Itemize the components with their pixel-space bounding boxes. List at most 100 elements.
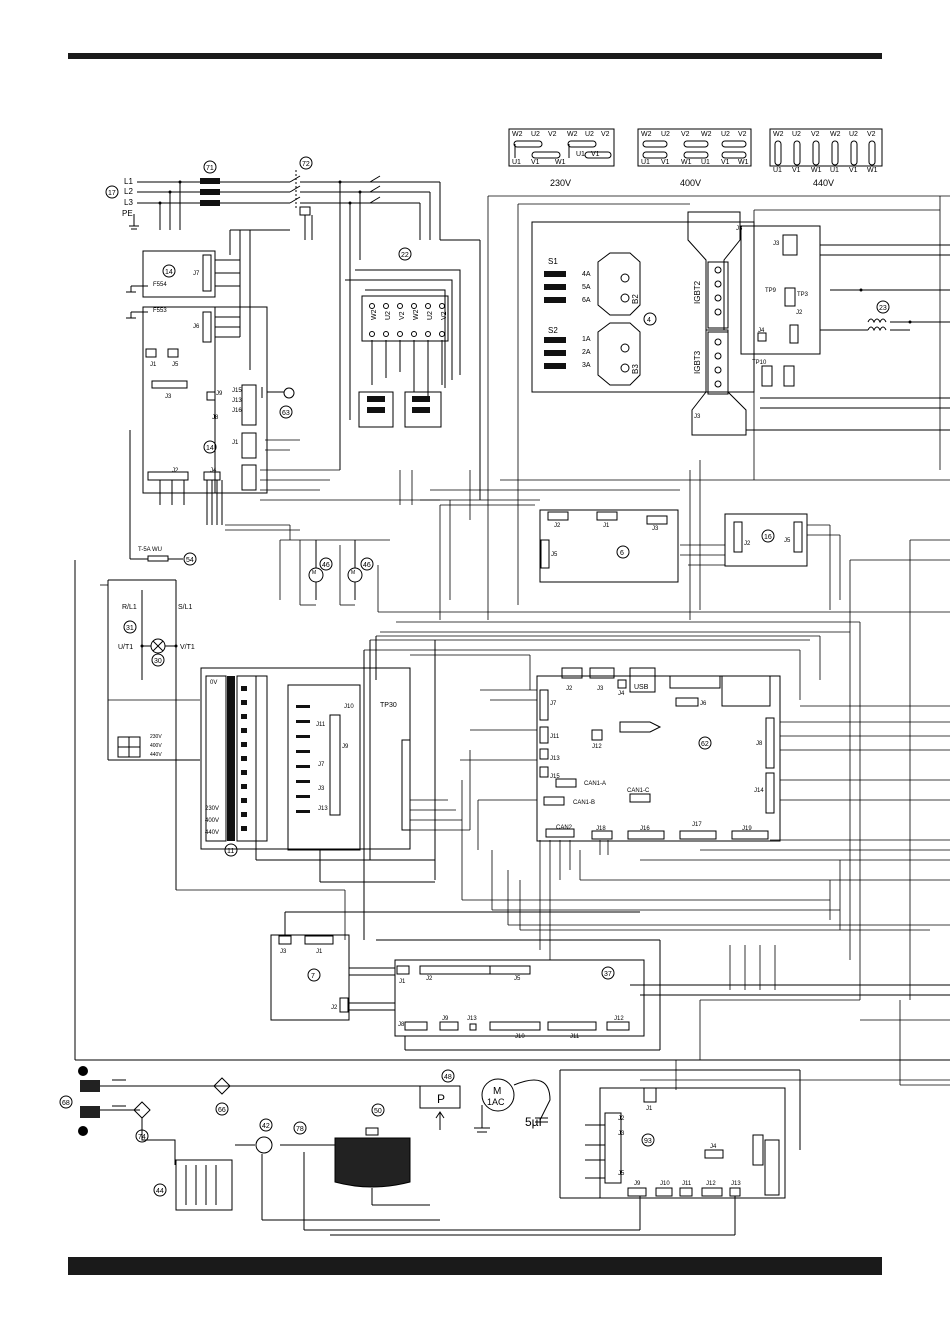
svg-text:TP3: TP3 xyxy=(797,292,809,298)
svg-text:230V: 230V xyxy=(205,806,219,812)
svg-text:V1: V1 xyxy=(531,159,540,166)
motor-terminals: R/L1 S/L1 U/T1 V/T1 31 30 230V xyxy=(74,560,950,1061)
svg-text:U1: U1 xyxy=(512,159,521,166)
svg-text:J2: J2 xyxy=(618,1116,625,1122)
svg-text:78: 78 xyxy=(296,1126,304,1133)
svg-text:J13: J13 xyxy=(467,1016,477,1022)
ref-14b: 14 xyxy=(206,445,214,452)
ref-11: 11 xyxy=(227,848,234,855)
svg-text:J4: J4 xyxy=(710,1144,717,1150)
ref-17: 17 xyxy=(108,190,116,197)
svg-text:V2: V2 xyxy=(811,131,820,138)
svg-text:L1: L1 xyxy=(124,177,133,186)
svg-text:J4: J4 xyxy=(210,468,217,474)
ref-68: 68 xyxy=(62,1100,70,1107)
svg-text:4: 4 xyxy=(647,317,651,324)
svg-text:V/T1: V/T1 xyxy=(180,644,195,651)
svg-text:U2: U2 xyxy=(585,131,594,138)
svg-text:J3: J3 xyxy=(736,226,743,232)
svg-text:46: 46 xyxy=(322,562,330,569)
svg-text:J9: J9 xyxy=(442,1016,449,1022)
svg-text:J16: J16 xyxy=(640,826,650,832)
svg-text:J4: J4 xyxy=(758,328,765,334)
board-37: 37 J1 J2 J5 J8 J9 J13 J10 J11 J12 xyxy=(349,939,950,1051)
board-14-main: F553 J6 J1 J5 J3 J9 J15 J13 J16 J8 14 J1 xyxy=(126,229,295,566)
svg-text:J19: J19 xyxy=(742,826,752,832)
svg-text:V2: V2 xyxy=(681,131,690,138)
svg-text:W2: W2 xyxy=(641,131,652,138)
svg-text:J3: J3 xyxy=(165,394,172,400)
svg-text:J16: J16 xyxy=(232,408,242,414)
svg-text:B3: B3 xyxy=(631,364,640,374)
svg-text:PE: PE xyxy=(122,209,133,218)
svg-text:V1: V1 xyxy=(721,159,730,166)
svg-text:J10: J10 xyxy=(660,1181,670,1187)
svg-text:J1: J1 xyxy=(316,949,323,955)
svg-text:V2: V2 xyxy=(399,311,406,320)
svg-text:M: M xyxy=(351,570,355,576)
ref-71: 71 xyxy=(206,165,214,172)
svg-text:V2: V2 xyxy=(601,131,610,138)
svg-text:V1: V1 xyxy=(591,151,600,158)
svg-text:U2: U2 xyxy=(531,131,540,138)
svg-text:W1: W1 xyxy=(681,159,692,166)
svg-text:50: 50 xyxy=(374,1108,382,1115)
pump-section: 68 66 74 48 P M 1AC xyxy=(59,1066,640,1231)
board-tp-right: J3 TP9 TP3 J2 J4 TP10 23 xyxy=(740,225,950,431)
svg-text:48: 48 xyxy=(444,1074,452,1081)
svg-text:J10: J10 xyxy=(344,704,354,710)
svg-text:J18: J18 xyxy=(596,826,606,832)
svg-text:J7: J7 xyxy=(550,701,557,707)
conn-j7: J7 xyxy=(193,271,200,277)
svg-text:J11: J11 xyxy=(550,734,560,740)
svg-text:2A: 2A xyxy=(582,349,591,356)
svg-text:CAN1-B: CAN1-B xyxy=(573,800,595,806)
terminal-block-22: 22 W2 U2 V2 W2 U2 V2 xyxy=(339,240,461,470)
label-400v: 400V xyxy=(680,178,701,188)
svg-text:W2: W2 xyxy=(830,131,841,138)
svg-text:J3: J3 xyxy=(618,1131,625,1137)
label-230v: 230V xyxy=(550,178,571,188)
svg-text:W2: W2 xyxy=(567,131,578,138)
svg-text:W1: W1 xyxy=(867,167,878,174)
header-bar xyxy=(68,53,882,59)
svg-text:B2: B2 xyxy=(631,294,640,304)
svg-text:S1: S1 xyxy=(548,257,558,266)
svg-text:L2: L2 xyxy=(124,187,133,196)
svg-text:J17: J17 xyxy=(692,822,702,828)
svg-text:U1: U1 xyxy=(773,167,782,174)
svg-text:J13: J13 xyxy=(731,1181,741,1187)
pump-label: P xyxy=(437,1092,445,1106)
svg-text:J1: J1 xyxy=(150,362,157,368)
svg-text:W1: W1 xyxy=(738,159,749,166)
power-section: S1 S2 4A 5A 6A 1A 2A 3A B2 B3 xyxy=(531,211,755,436)
svg-text:TP10: TP10 xyxy=(752,360,767,366)
ref-72: 72 xyxy=(302,161,310,168)
svg-text:U2: U2 xyxy=(721,131,730,138)
svg-text:J2: J2 xyxy=(796,310,803,316)
terminal-config-230v: W2 U2 V2 W2 U2 V2 U1 V1 W1 U1 V1 230V xyxy=(508,128,615,188)
ref-62: 62 xyxy=(701,741,709,748)
svg-text:USB: USB xyxy=(634,684,649,691)
transformer-11: 0V 230V 400V 440V 11 J10 J11 J9 J7 J3 J1… xyxy=(200,636,436,940)
svg-text:J1: J1 xyxy=(603,523,610,529)
svg-text:J3: J3 xyxy=(597,686,604,692)
svg-text:0V: 0V xyxy=(210,680,217,686)
svg-text:J12: J12 xyxy=(592,744,602,750)
svg-text:J2: J2 xyxy=(331,1005,338,1011)
terminal-config-400v: W2 U2 V2 W2 U2 V2 U1 V1 W1 U1 V1 W1 400V xyxy=(637,128,752,188)
svg-text:J3: J3 xyxy=(694,414,701,420)
svg-text:J8: J8 xyxy=(212,415,219,421)
svg-text:W2: W2 xyxy=(773,131,784,138)
svg-text:230V: 230V xyxy=(150,734,162,740)
svg-text:J1: J1 xyxy=(232,440,239,446)
svg-text:J10: J10 xyxy=(515,1034,525,1040)
board-16: 16 J2 J5 xyxy=(724,513,808,567)
svg-text:46: 46 xyxy=(363,562,371,569)
board-7: 7 J3 J1 J2 xyxy=(270,911,640,1021)
fan-46-left: M 46 xyxy=(308,540,333,600)
svg-text:M: M xyxy=(312,570,316,576)
svg-text:CAN1-C: CAN1-C xyxy=(627,788,650,794)
svg-text:U2: U2 xyxy=(427,311,434,320)
svg-text:J5: J5 xyxy=(618,1171,625,1177)
